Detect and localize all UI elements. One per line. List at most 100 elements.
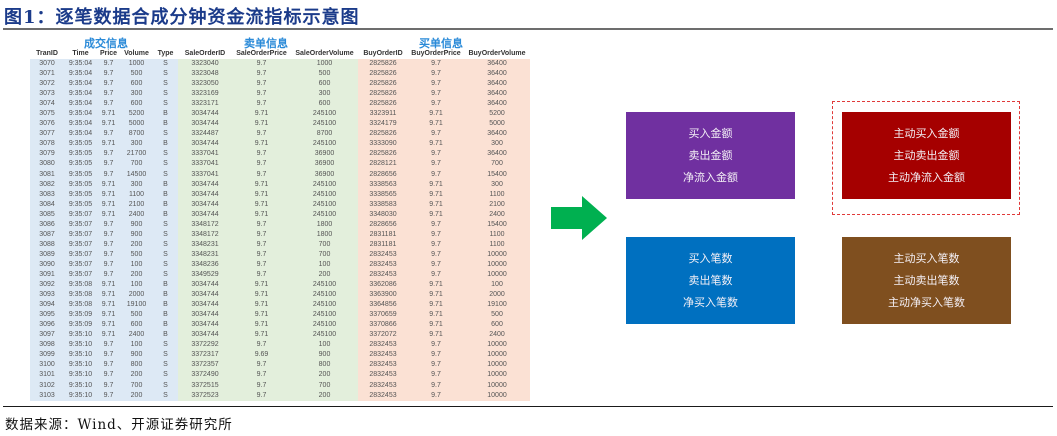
table-cell: 9.71 (232, 139, 291, 150)
table-cell: 9.7 (408, 149, 464, 160)
table-cell: 3348172 (178, 229, 232, 240)
table-cell: 9.71 (97, 139, 120, 150)
table-cell: 9.71 (97, 320, 120, 331)
table-cell: 2825826 (358, 149, 408, 160)
table-cell: 9.7 (97, 269, 120, 281)
table-cell: 10000 (464, 269, 530, 281)
table-cell: 3034744 (178, 179, 232, 190)
column-header: SaleOrderID (184, 50, 226, 57)
table-cell: 9.71 (408, 189, 464, 200)
table-cell: 3338563 (358, 179, 408, 190)
table-cell: 700 (120, 380, 153, 391)
table-cell: 2831181 (358, 239, 408, 250)
column-header: Type (157, 50, 174, 57)
table-cell: 9:35:07 (64, 259, 97, 270)
table-cell: 9.7 (232, 99, 291, 110)
table-cell: S (153, 259, 178, 270)
metric-active-net-buy-count: 主动净买入笔数 (888, 296, 965, 309)
table-cell: 2000 (464, 290, 530, 301)
table-cell: 3337041 (178, 149, 232, 160)
table-cell: 5200 (120, 109, 153, 120)
table-cell: 3034744 (178, 119, 232, 130)
table-cell: 9.7 (408, 99, 464, 110)
column-header: Volume (124, 50, 149, 57)
table-cell: 245100 (291, 109, 358, 120)
table-cell: 3034744 (178, 290, 232, 301)
table-cell: 8700 (120, 129, 153, 140)
metric-active-buy-count: 主动买入笔数 (893, 252, 960, 265)
table-cell: 3092 (30, 280, 64, 291)
table-cell: 300 (120, 139, 153, 150)
table-cell: 800 (291, 360, 358, 371)
table-cell: 9:35:04 (64, 119, 97, 130)
table-cell: 9.71 (408, 199, 464, 210)
table-cell: 9.7 (232, 370, 291, 381)
table-cell: 1000 (120, 59, 153, 70)
table-cell: 9.71 (97, 119, 120, 130)
table-cell: 245100 (291, 320, 358, 331)
table-cell: B (153, 199, 178, 210)
table-cell: 3370659 (358, 310, 408, 321)
table-cell: 9.7 (232, 219, 291, 230)
table-cell: 1100 (464, 229, 530, 240)
table-cell: 3094 (30, 300, 64, 311)
table-cell: 3323040 (178, 59, 232, 70)
table-cell: S (153, 129, 178, 140)
table-cell: 9.7 (97, 229, 120, 240)
table-cell: 9.7 (232, 390, 291, 401)
table-cell: 9.7 (97, 239, 120, 250)
table-cell: 2825826 (358, 59, 408, 70)
table-cell: 600 (464, 320, 530, 331)
table-cell: 9.7 (408, 169, 464, 180)
table-cell: S (153, 89, 178, 100)
table-cell: 3363900 (358, 290, 408, 301)
table-cell: 2832453 (358, 390, 408, 401)
table-group-headers: 成交信息 卖单信息 买单信息 (30, 35, 530, 50)
table-cell: 245100 (291, 209, 358, 220)
table-cell: 9.71 (97, 199, 120, 210)
table-cell: 245100 (291, 280, 358, 291)
table-cell: 600 (291, 99, 358, 110)
table-cell: 15400 (464, 169, 530, 180)
table-cell: B (153, 189, 178, 200)
table-cell: 8700 (291, 129, 358, 140)
table-cell: 3348236 (178, 259, 232, 270)
table-cell: 2825826 (358, 69, 408, 80)
table-cell: 3034744 (178, 199, 232, 210)
table-cell: 9:35:07 (64, 209, 97, 220)
table-cell: 36400 (464, 69, 530, 80)
table-cell: S (153, 229, 178, 240)
table-cell: 2831181 (358, 229, 408, 240)
table-cell: 2100 (464, 199, 530, 210)
table-cell: 9.7 (232, 159, 291, 170)
table-cell: 3034744 (178, 189, 232, 200)
table-cell: 3348231 (178, 239, 232, 250)
table-cell: 3333090 (358, 139, 408, 150)
table-cell: B (153, 209, 178, 220)
table-cell: 100 (291, 259, 358, 270)
table-cell: 100 (464, 280, 530, 291)
table-cell: 9.7 (97, 350, 120, 361)
table-cell: B (153, 320, 178, 331)
table-cell: 3075 (30, 109, 64, 120)
amount-metrics-box: 买入金额 卖出金额 净流入金额 (626, 112, 795, 199)
table-cell: 3098 (30, 340, 64, 351)
table-cell: B (153, 310, 178, 321)
table-cell: 2825826 (358, 89, 408, 100)
table-cell: 9.71 (232, 290, 291, 301)
table-cell: 700 (291, 249, 358, 260)
table-cell: 3087 (30, 229, 64, 240)
table-cell: 9.7 (408, 229, 464, 240)
table-cell: 3090 (30, 259, 64, 270)
table-cell: 3076 (30, 119, 64, 130)
table-cell: 9.71 (408, 310, 464, 321)
table-cell: 36900 (291, 169, 358, 180)
table-cell: 3323911 (358, 109, 408, 120)
